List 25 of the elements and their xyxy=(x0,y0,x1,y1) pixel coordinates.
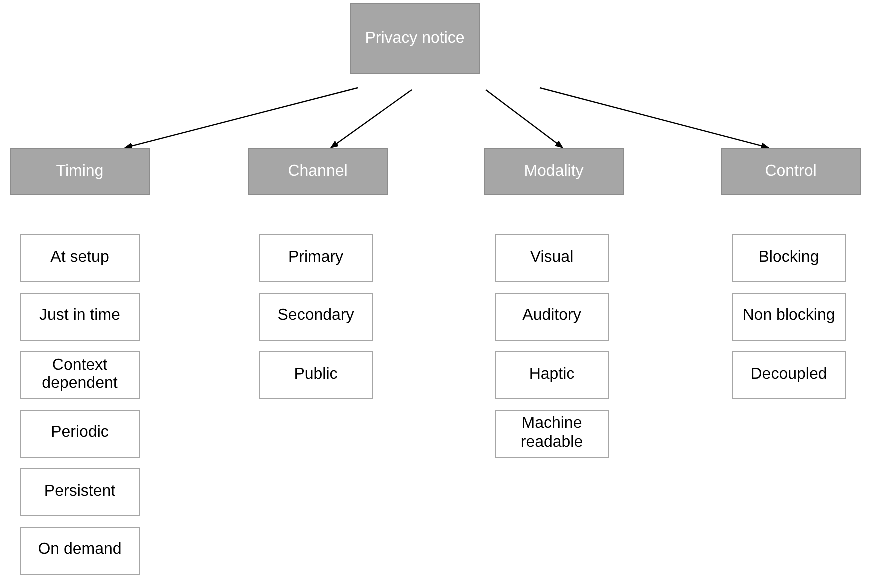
option-box: Visual xyxy=(495,234,609,282)
arrow xyxy=(486,90,564,148)
option-box: Auditory xyxy=(495,292,609,340)
category-box: Control xyxy=(721,148,861,195)
option-box: Context dependent xyxy=(20,351,140,399)
option-box: Periodic xyxy=(20,410,140,458)
arrow xyxy=(540,87,770,150)
root-box: Privacy notice xyxy=(350,3,480,74)
category-box: Timing xyxy=(10,148,150,195)
option-box: Non blocking xyxy=(732,292,846,340)
category-box: Channel xyxy=(248,148,388,195)
option-box: Primary xyxy=(259,234,373,282)
option-box: Haptic xyxy=(495,351,609,399)
option-box: Secondary xyxy=(259,292,373,340)
option-box: Just in time xyxy=(20,292,140,340)
option-box: Blocking xyxy=(732,234,846,282)
option-box: On demand xyxy=(20,526,140,574)
option-box: Persistent xyxy=(20,468,140,516)
option-box: Decoupled xyxy=(732,351,846,399)
option-box: Machine readable xyxy=(495,410,609,458)
arrow xyxy=(330,90,412,148)
arrow xyxy=(124,87,358,150)
option-box: At setup xyxy=(20,234,140,282)
option-box: Public xyxy=(259,351,373,399)
category-box: Modality xyxy=(484,148,624,195)
